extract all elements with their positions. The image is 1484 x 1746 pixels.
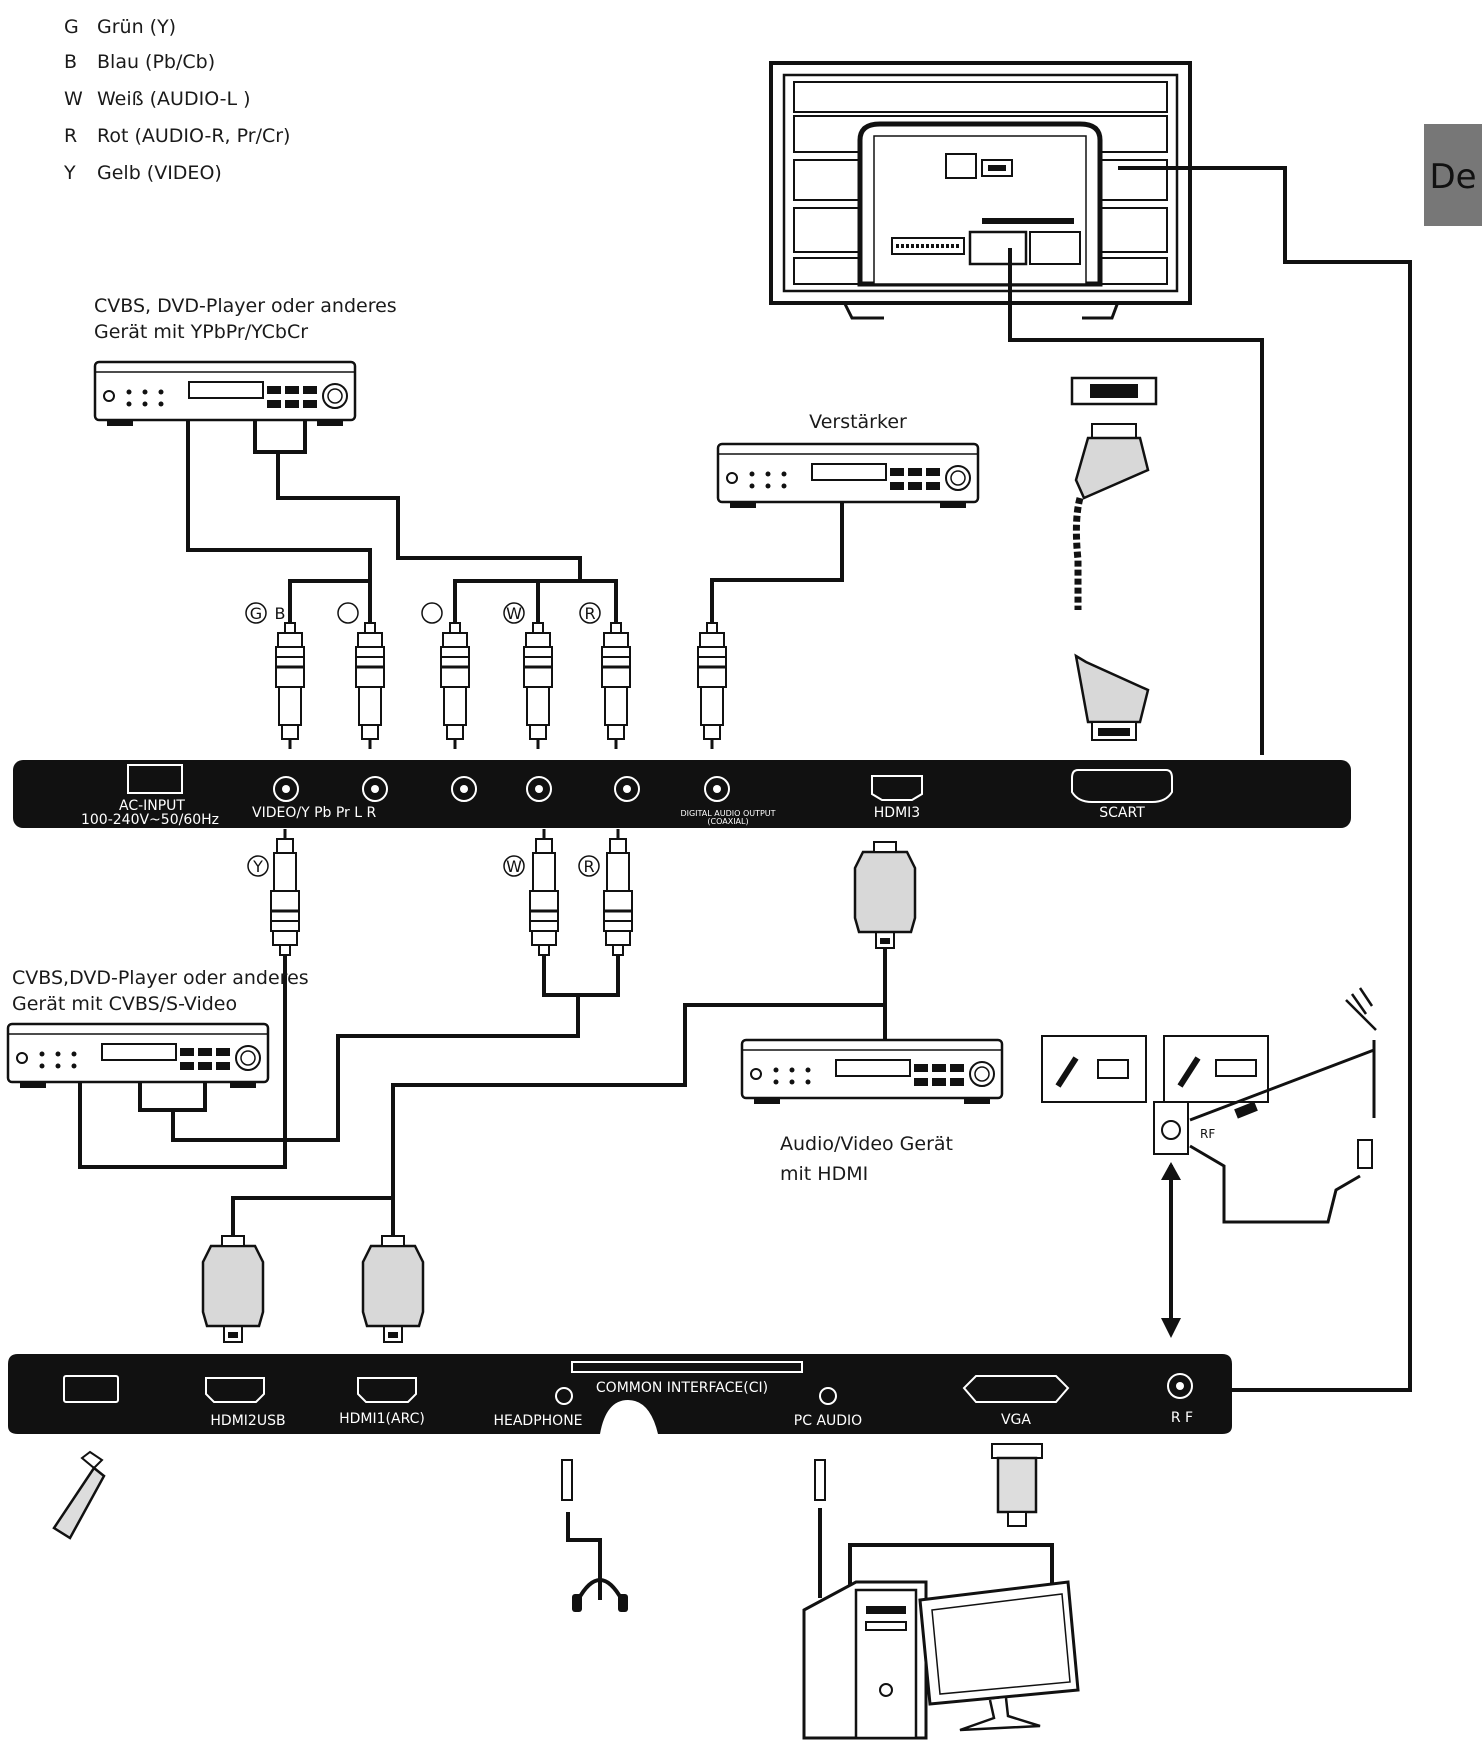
lower-panel: HDMI2USB HDMI1(ARC) COMMON INTERFACE(CI)… — [8, 1354, 1232, 1434]
cables — [78, 166, 1412, 1615]
dvd-player-cvbs — [6, 1022, 270, 1090]
legend-key-b: B — [64, 51, 77, 73]
rca-plug-w — [522, 621, 554, 751]
language-tab: De — [1424, 124, 1482, 226]
legend-text-r: Rot (AUDIO-R, Pr/Cr) — [97, 125, 290, 147]
digital-audio-coaxial: (COAXIAL) — [707, 817, 748, 826]
mark-y: Y — [252, 857, 263, 876]
amplifier-label: Verstärker — [809, 411, 907, 433]
rca-plug-pr — [439, 621, 471, 751]
mark-r: R — [584, 604, 595, 623]
rca-plug-w-lower — [528, 827, 560, 957]
ac-input-voltage: 100-240V~50/60Hz — [81, 812, 219, 828]
upper-rca-plugs — [274, 621, 728, 751]
rca-plug-r-lower — [602, 827, 634, 957]
tv-rear-view — [769, 61, 1192, 320]
pc-audio-label: PC AUDIO — [794, 1413, 862, 1429]
antenna-connection: RF — [1041, 987, 1377, 1338]
scart-cable — [1070, 376, 1158, 741]
hdmi3-plug — [853, 840, 917, 950]
upper-plug-marks: G B W R — [245, 602, 601, 624]
rca-plug-r — [600, 621, 632, 751]
vga-plug — [991, 1443, 1043, 1527]
scart-label: SCART — [1099, 805, 1145, 821]
upper-rca-jacks — [273, 776, 730, 802]
rca-plug-y-video — [269, 827, 301, 957]
legend-text-g: Grün (Y) — [97, 16, 176, 38]
legend-key-r: R — [64, 125, 77, 147]
rf-small-label: RF — [1200, 1127, 1215, 1141]
computer-icon — [802, 1580, 1080, 1740]
av-hdmi-label-2: mit HDMI — [780, 1163, 868, 1185]
language-tab-label: De — [1429, 157, 1476, 197]
dvd-ypbpr-label-2: Gerät mit YPbPr/YCbCr — [94, 321, 308, 343]
usb-stick-icon — [52, 1450, 106, 1540]
mark-w-lower: W — [506, 857, 522, 876]
hdmi2usb-label: HDMI2USB — [210, 1413, 285, 1429]
dvd-ypbpr-label-1: CVBS, DVD-Player oder anderes — [94, 295, 397, 317]
legend-key-w: W — [64, 88, 83, 110]
rca-plug-b — [354, 621, 386, 751]
amplifier-device — [716, 442, 980, 510]
legend-text-b: Blau (Pb/Cb) — [97, 51, 215, 73]
hdmi1-label: HDMI1(ARC) — [339, 1411, 425, 1427]
dvd-cvbs-label-2: Gerät mit CVBS/S-Video — [12, 993, 237, 1015]
lower-plug-marks: Y W R — [247, 855, 600, 877]
av-hdmi-label-1: Audio/Video Gerät — [780, 1133, 953, 1155]
legend-key-y: Y — [63, 162, 76, 184]
legend-text-w: Weiß (AUDIO-L ) — [97, 88, 251, 110]
mark-w: W — [506, 604, 522, 623]
mark-b: B — [275, 604, 286, 623]
digital-audio-label: DIGITAL AUDIO OUTPUT — [680, 809, 775, 818]
lower-rca-plugs — [269, 827, 634, 957]
ac-input-label: AC-INPUT — [119, 798, 185, 814]
mark-g: G — [250, 604, 262, 623]
mark-r-lower: R — [583, 857, 594, 876]
legend-text-y: Gelb (VIDEO) — [97, 162, 222, 184]
hdmi1-plug — [361, 1234, 425, 1344]
rf-label: R F — [1171, 1410, 1193, 1426]
hdmi3-label: HDMI3 — [874, 805, 920, 821]
common-interface-label: COMMON INTERFACE(CI) — [596, 1380, 768, 1396]
hdmi2-plug — [201, 1234, 265, 1344]
pc-audio-plug — [814, 1459, 826, 1501]
headphone-icon — [561, 1459, 628, 1612]
upper-panel: AC-INPUT 100-240V~50/60Hz VIDEO/Y Pb Pr … — [13, 760, 1351, 828]
dvd-player-ypbpr — [93, 360, 357, 428]
legend-key-g: G — [64, 16, 79, 38]
rca-plug-coaxial — [696, 621, 728, 751]
headphone-label: HEADPHONE — [493, 1413, 582, 1429]
rca-plug-g — [274, 621, 306, 751]
av-ports-label: VIDEO/Y Pb Pr L R — [252, 805, 377, 821]
vga-label: VGA — [1001, 1412, 1031, 1428]
av-hdmi-device — [740, 1038, 1004, 1106]
dvd-cvbs-label-1: CVBS,DVD-Player oder anderes — [12, 967, 309, 989]
color-legend: G Grün (Y) B Blau (Pb/Cb) W Weiß (AUDIO-… — [63, 16, 290, 184]
